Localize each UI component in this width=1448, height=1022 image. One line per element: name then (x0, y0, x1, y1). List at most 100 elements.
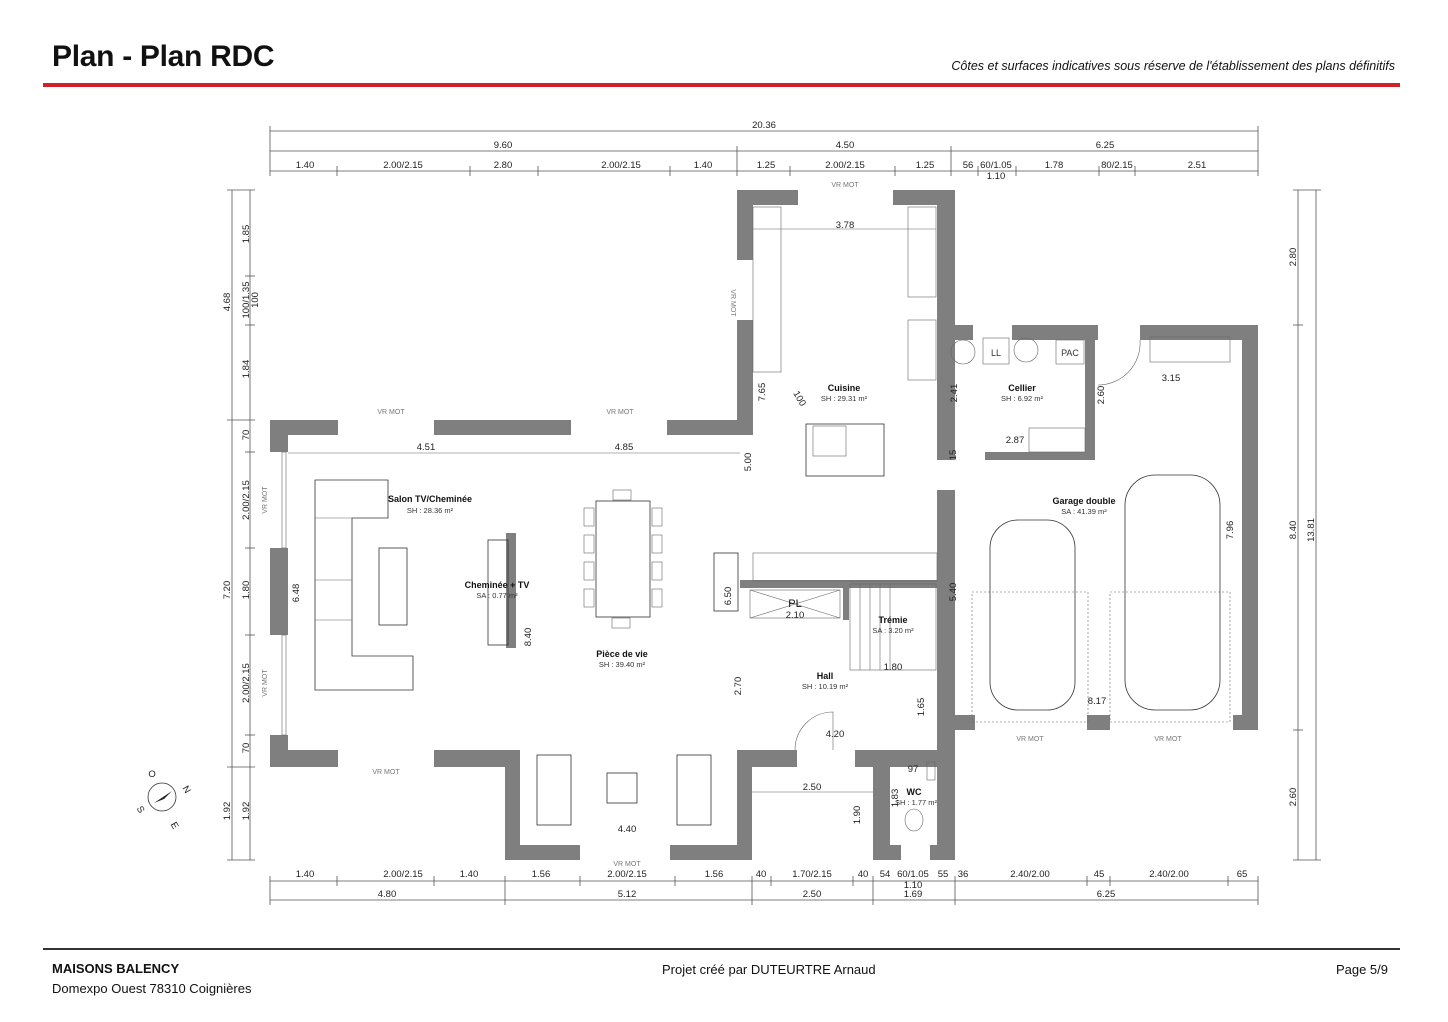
dim-label: 1.78 (1045, 160, 1064, 171)
dim-label: 1.69 (904, 889, 923, 900)
placard-label: PL (788, 598, 801, 610)
dim-label: 54 (880, 869, 891, 880)
dim-label: 65 (1237, 869, 1248, 880)
dim-label: 100 (250, 292, 261, 308)
dim-label: 1.92 (241, 802, 252, 821)
dim-label: 100 (790, 389, 807, 408)
room-labels: Salon TV/Cheminée SH : 28.36 m² Cheminée… (388, 348, 1116, 807)
dim-label: 8.40 (1288, 521, 1299, 540)
vr-mot-label: VR MOT (729, 289, 736, 317)
vr-mot-label: VR MOT (372, 769, 400, 776)
compass-n: N (180, 784, 193, 796)
dim-label: 4.51 (417, 442, 436, 453)
room-name-wc: WC (907, 787, 922, 797)
room-area-garage: SA : 41.39 m² (1061, 507, 1107, 516)
dim-label: 4.68 (222, 293, 233, 312)
dim-label: 1.80 (241, 581, 252, 600)
vr-mot-label: VR MOT (1016, 736, 1044, 743)
dim-label: 40 (858, 869, 869, 880)
right-dimensions: 2.80 8.40 2.60 13.81 (1288, 189, 1321, 861)
dim-label: 1.10 (904, 880, 923, 891)
dim-label: 2.50 (803, 889, 822, 900)
vr-mot-label: VR MOT (613, 861, 641, 868)
dim-label: 1.40 (296, 160, 315, 171)
dim-label: 2.00/2.15 (825, 160, 865, 171)
dim-label: 2.80 (1288, 248, 1299, 267)
dim-label: 4.40 (618, 824, 637, 835)
room-name-cheminee: Cheminée + TV (465, 580, 530, 590)
room-name-cellier: Cellier (1008, 383, 1036, 393)
page-subtitle: Côtes et surfaces indicatives sous réser… (951, 59, 1395, 73)
dim-label: 2.87 (1006, 435, 1025, 446)
dim-label: 5.12 (618, 889, 637, 900)
dim-label: 1.84 (241, 360, 252, 379)
dim-label: 6.25 (1096, 140, 1115, 151)
dim-label: 80/2.15 (1101, 160, 1133, 171)
room-name-piece-de-vie: Pièce de vie (596, 649, 648, 659)
dim-label: 70 (241, 743, 252, 754)
dim-label: 97 (908, 764, 919, 775)
dim-label: 1.10 (987, 171, 1006, 182)
dim-label: 5.00 (743, 453, 754, 472)
room-area-cellier: SH : 6.92 m² (1001, 394, 1044, 403)
dim-label: 2.50 (803, 782, 822, 793)
dim-label: 45 (1094, 869, 1105, 880)
dim-label: 2.41 (949, 384, 960, 403)
dim-label: 9.60 (494, 140, 513, 151)
dim-label: 1.40 (296, 869, 315, 880)
dim-label: 2.80 (494, 160, 513, 171)
dim-label: 4.85 (615, 442, 634, 453)
dim-label: 60/1.05 (980, 160, 1012, 171)
dim-label: 8.17 (1088, 696, 1107, 707)
dim-label: 100/1.35 (241, 282, 252, 319)
walls (270, 190, 1258, 860)
dim-label: 1.56 (705, 869, 724, 880)
dim-label: 2.00/2.15 (601, 160, 641, 171)
room-name-cuisine: Cuisine (828, 383, 861, 393)
compass-e: E (168, 820, 181, 831)
dim-label: 2.10 (786, 610, 805, 621)
dim-label: 5.40 (948, 583, 959, 602)
dim-label: 2.00/2.15 (383, 869, 423, 880)
compass-s: S (134, 804, 147, 815)
room-area-cheminee: SA : 0.77 m² (476, 591, 518, 600)
vr-mot-label: VR MOT (831, 182, 859, 189)
dim-label: 1.56 (532, 869, 551, 880)
dim-label: 2.00/2.15 (241, 480, 252, 520)
dim-label: 2.60 (1096, 386, 1107, 405)
vr-mot-label: VR MOT (262, 486, 269, 514)
dim-label: 1.25 (757, 160, 776, 171)
company-name: MAISONS BALENCY (52, 961, 180, 976)
interior-dimensions: 4.51 4.85 3.78 3.15 2.60 2.41 7.65 100 5… (288, 220, 1236, 835)
compass-icon: O N S E (134, 769, 193, 831)
vr-mot-label: VR MOT (606, 409, 634, 416)
dim-label: 6.48 (291, 584, 302, 603)
left-dimensions: 1.85 100/1.35 100 1.84 70 2.00/2.15 1.80… (222, 189, 261, 861)
bottom-dimensions: 1.40 2.00/2.15 1.40 1.56 2.00/2.15 1.56 … (269, 869, 1259, 905)
dim-label: 2.40/2.00 (1010, 869, 1050, 880)
header-divider (43, 83, 1400, 87)
dim-label: 1.40 (694, 160, 713, 171)
dim-label: 2.70 (733, 677, 744, 696)
dim-label: 8.40 (523, 628, 534, 647)
ll-label: LL (991, 348, 1001, 358)
dim-label: 36 (958, 869, 969, 880)
dim-label: 3.15 (1162, 373, 1181, 384)
dim-label: 55 (938, 869, 949, 880)
company-address: Domexpo Ouest 78310 Coignières (52, 981, 252, 996)
dim-label: 2.00/2.15 (383, 160, 423, 171)
dim-label: 1.92 (222, 802, 233, 821)
dim-label: 40 (756, 869, 767, 880)
dim-label: 15 (948, 450, 959, 461)
room-area-hall: SH : 10.19 m² (802, 682, 849, 691)
dim-label: 2.60 (1288, 788, 1299, 807)
room-area-tremie: SA : 3.20 m² (872, 626, 914, 635)
dim-label: 7.96 (1225, 521, 1236, 540)
room-name-hall: Hall (817, 671, 834, 681)
dim-label: 1.85 (241, 225, 252, 244)
dim-label: 2.00/2.15 (241, 663, 252, 703)
dim-label: 1.90 (852, 806, 863, 825)
compass-o: O (148, 769, 155, 780)
dim-total-width: 20.36 (752, 120, 776, 131)
